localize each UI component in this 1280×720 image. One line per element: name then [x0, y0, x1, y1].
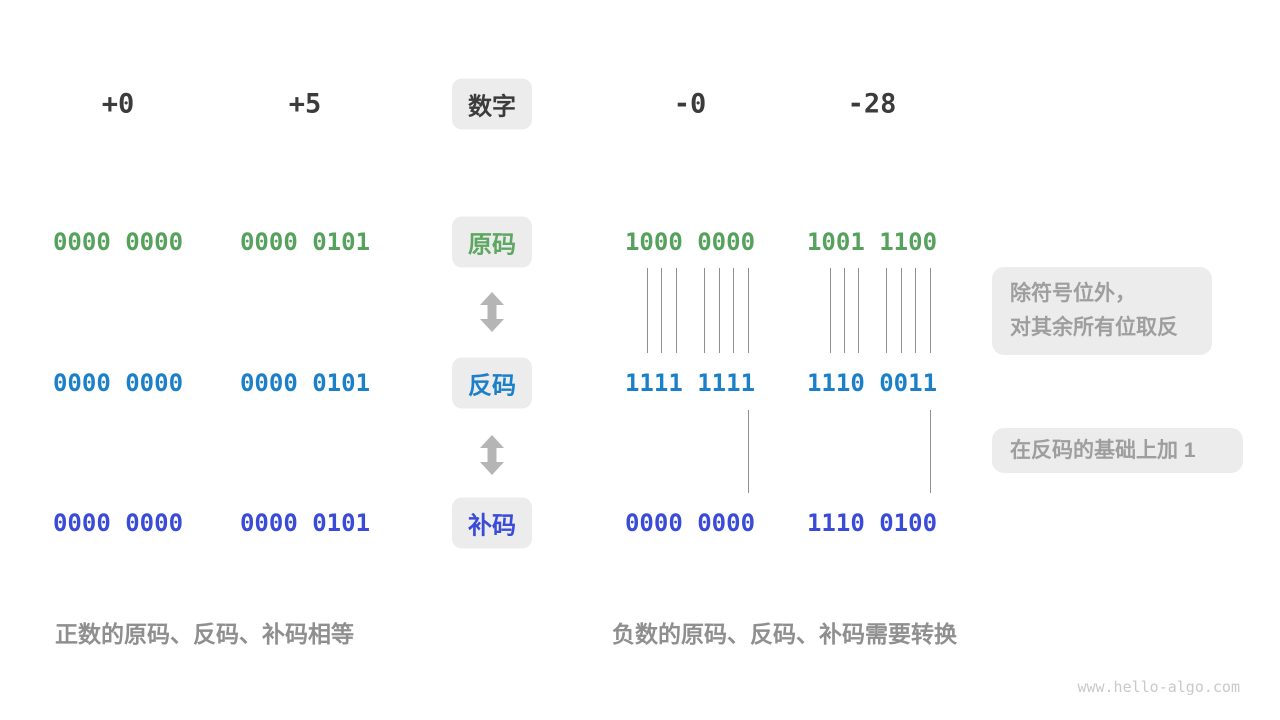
caption-negative-numbers: 负数的原码、反码、补码需要转换: [612, 621, 957, 647]
ones-complement-minus28: 1110 0011: [806, 369, 938, 397]
twos-complement-plus0: 0000 0000: [52, 509, 184, 537]
sign-magnitude-plus5: 0000 0101: [239, 228, 371, 256]
ones-complement-plus0: 0000 0000: [52, 369, 184, 397]
sign-magnitude-minus0: 1000 0000: [624, 228, 756, 256]
ones-complement-minus0: 1111 1111: [624, 369, 756, 397]
annotation-add-one-rule: 在反码的基础上加 1: [992, 428, 1243, 473]
bit-connector-line: [858, 268, 859, 353]
bit-connector-line: [661, 268, 662, 353]
twos-complement-minus0: 0000 0000: [624, 509, 756, 537]
sign-magnitude-plus0: 0000 0000: [52, 228, 184, 256]
sign-magnitude-minus28: 1001 1100: [806, 228, 938, 256]
row-label-sign-magnitude: 原码: [452, 216, 532, 268]
bit-connector-line: [901, 268, 902, 353]
header-col-plus0: +0: [101, 88, 135, 120]
bit-connector-line: [733, 268, 734, 353]
add-one-connector-line: [930, 410, 931, 493]
add-one-connector-line: [748, 410, 749, 493]
annotation-invert-line2: 对其余所有位取反: [1010, 316, 1178, 339]
header-label-number: 数字: [452, 78, 532, 130]
annotation-invert-line1: 除符号位外，: [1010, 282, 1136, 305]
bit-connector-line: [930, 268, 931, 353]
caption-positive-numbers: 正数的原码、反码、补码相等: [55, 621, 354, 647]
bit-connector-line: [676, 268, 677, 353]
header-col-minus28: -28: [847, 88, 897, 120]
header-col-minus0: -0: [673, 88, 707, 120]
bit-connector-line: [704, 268, 705, 353]
annotation-add-one-text: 在反码的基础上加 1: [1010, 439, 1196, 462]
twos-complement-plus5: 0000 0101: [239, 509, 371, 537]
row-label-ones-complement: 反码: [452, 357, 532, 409]
bit-connector-line: [748, 268, 749, 353]
bit-connector-line: [844, 268, 845, 353]
twos-complement-minus28: 1110 0100: [806, 509, 938, 537]
bit-connector-line: [647, 268, 648, 353]
annotation-invert-rule: 除符号位外， 对其余所有位取反: [992, 267, 1212, 355]
row-label-twos-complement: 补码: [452, 497, 532, 549]
ones-complement-plus5: 0000 0101: [239, 369, 371, 397]
updown-arrow-icon: [480, 292, 504, 332]
updown-arrow-icon: [480, 435, 504, 475]
header-col-plus5: +5: [288, 88, 322, 120]
site-watermark: www.hello-algo.com: [1077, 678, 1240, 696]
bit-connector-line: [915, 268, 916, 353]
bit-connector-line: [830, 268, 831, 353]
bit-connector-line: [886, 268, 887, 353]
bit-connector-line: [719, 268, 720, 353]
